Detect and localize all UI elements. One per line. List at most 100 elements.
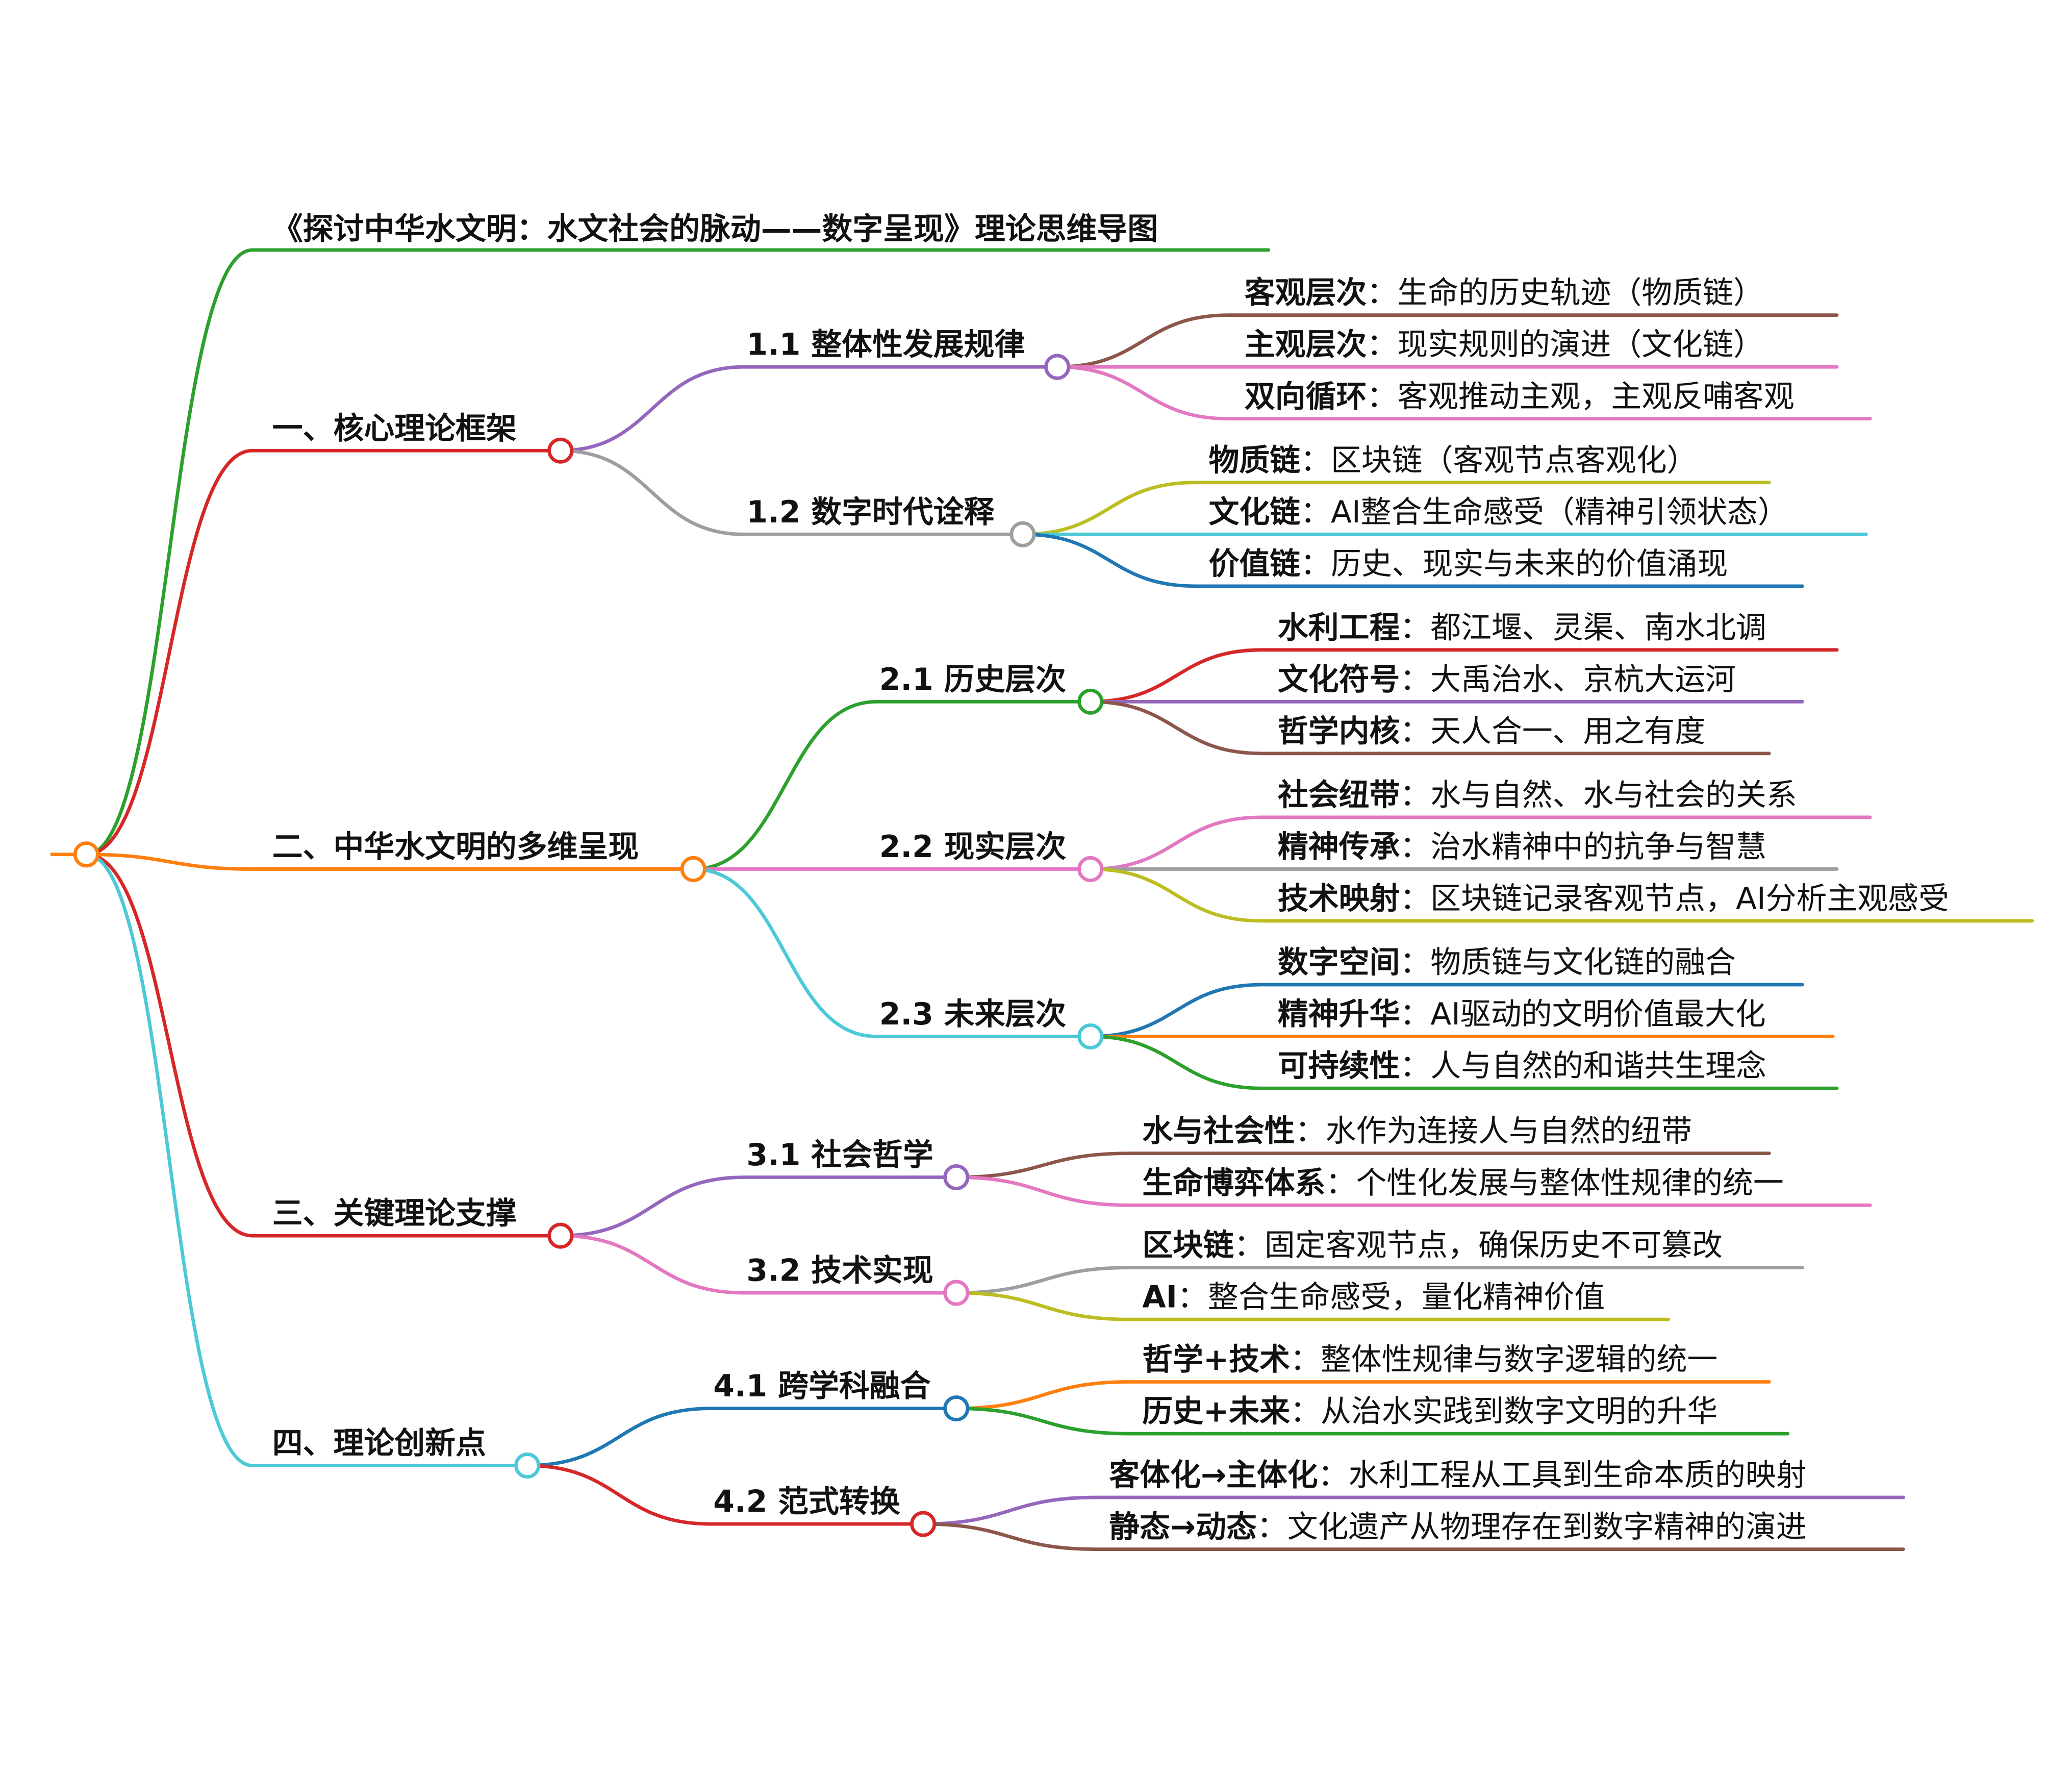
leaf-separator: ： xyxy=(1400,610,1430,645)
leaf-separator: ： xyxy=(1367,379,1397,414)
leaf-item: 技术映射：区块链记录客观节点，AI分析主观感受 xyxy=(1278,881,1949,917)
leaf-connector xyxy=(1089,983,1804,1038)
leaf-separator: ： xyxy=(1290,1342,1321,1378)
leaf-key: 文化符号 xyxy=(1278,662,1400,697)
leaf-separator: ： xyxy=(1400,713,1430,749)
branch-node[interactable] xyxy=(547,437,574,464)
leaf-text: 人与自然的和谐共生理念 xyxy=(1430,1048,1766,1084)
leaf-key: AI xyxy=(1142,1280,1177,1315)
map-title: 《探讨中华水文明：水文社会的脉动——数字呈现》理论思维导图 xyxy=(272,211,1158,247)
sub-branch-node[interactable] xyxy=(943,1280,970,1306)
sub-branch-node[interactable] xyxy=(1077,688,1104,715)
branch-label: 一、核心理论框架 xyxy=(272,411,517,446)
leaf-separator: ： xyxy=(1300,442,1331,478)
leaf-connector xyxy=(1089,1035,1839,1090)
leaf-separator: ： xyxy=(1300,494,1331,530)
leaf-connector xyxy=(1021,532,1804,588)
labels: 《探讨中华水文明：水文社会的脉动——数字呈现》理论思维导图一、核心理论框架1.1… xyxy=(272,211,1949,1545)
leaf-text: 水利工程从工具到生命本质的映射 xyxy=(1349,1458,1807,1493)
leaf-separator: ： xyxy=(1367,327,1397,363)
leaf-key: 哲学+技术 xyxy=(1142,1342,1290,1378)
leaf-text: 历史、现实与未来的价值涌现 xyxy=(1331,546,1728,582)
leaf-text: 个性化发展与整体性规律的统一 xyxy=(1356,1165,1783,1201)
leaf-text: 固定客观节点，确保历史不可篡改 xyxy=(1265,1228,1723,1263)
leaf-item: 文化符号：大禹治水、京杭大运河 xyxy=(1278,662,1736,697)
leaf-text: 大禹治水、京杭大运河 xyxy=(1430,662,1736,697)
leaf-key: 文化链 xyxy=(1209,494,1301,530)
leaf-key: 社会纽带 xyxy=(1278,777,1400,813)
branch-label: 三、关键理论支撑 xyxy=(272,1196,517,1232)
root-node[interactable] xyxy=(73,841,99,868)
leaf-text: 现实规则的演进（文化链） xyxy=(1397,327,1764,363)
branch-node[interactable] xyxy=(547,1222,574,1249)
leaf-item: 可持续性：人与自然的和谐共生理念 xyxy=(1278,1048,1766,1084)
branch-node[interactable] xyxy=(514,1453,541,1479)
leaf-connector xyxy=(1089,648,1839,704)
sub-branch-node[interactable] xyxy=(1044,354,1071,380)
leaf-connector xyxy=(1089,699,1771,756)
leaf-connector xyxy=(1055,365,1872,421)
leaf-separator: ： xyxy=(1300,546,1331,582)
leaf-key: 生命博弈体系 xyxy=(1142,1165,1325,1201)
sub-branch-connector xyxy=(559,1175,958,1238)
leaf-item: 双向循环：客观推动主观，主观反哺客观 xyxy=(1245,379,1795,414)
leaf-item: 社会纽带：水与自然、水与社会的关系 xyxy=(1278,777,1797,813)
leaf-separator: ： xyxy=(1400,881,1430,917)
leaf-separator: ： xyxy=(1177,1280,1208,1315)
leaf-separator: ： xyxy=(1326,1165,1356,1201)
leaf-text: 物质链与文化链的融合 xyxy=(1430,945,1736,981)
connectors xyxy=(50,248,2034,1551)
leaf-key: 客观层次 xyxy=(1245,275,1367,311)
leaf-item: 水利工程：都江堰、灵渠、南水北调 xyxy=(1278,610,1766,645)
leaf-item: 物质链：区块链（客观节点客观化） xyxy=(1209,442,1698,478)
sub-branch-label: 2.2 现实层次 xyxy=(879,829,1067,865)
leaf-text: 生命的历史轨迹（物质链） xyxy=(1397,275,1764,311)
leaf-key: 数字空间 xyxy=(1278,945,1400,981)
leaf-item: 哲学内核：天人合一、用之有度 xyxy=(1278,713,1705,749)
sub-branch-node[interactable] xyxy=(943,1164,970,1191)
leaf-connector xyxy=(1055,313,1839,369)
leaf-item: 区块链：固定客观节点，确保历史不可篡改 xyxy=(1142,1228,1723,1263)
sub-branch-node[interactable] xyxy=(943,1395,970,1422)
sub-branch-node[interactable] xyxy=(1077,856,1104,882)
leaf-text: AI整合生命感受（精神引领状态） xyxy=(1331,494,1788,530)
leaf-separator: ： xyxy=(1318,1458,1349,1493)
leaf-separator: ： xyxy=(1400,829,1430,865)
sub-branch-label: 4.1 跨学科融合 xyxy=(713,1368,930,1404)
sub-branch-label: 2.3 未来层次 xyxy=(879,996,1067,1032)
leaf-key: 水利工程 xyxy=(1278,610,1400,645)
leaf-text: 文化遗产从物理存在到数字精神的演进 xyxy=(1287,1509,1807,1545)
leaf-text: 水作为连接人与自然的纽带 xyxy=(1326,1113,1692,1149)
leaf-item: 哲学+技术：整体性规律与数字逻辑的统一 xyxy=(1142,1342,1717,1378)
leaf-key: 哲学内核 xyxy=(1278,713,1400,749)
sub-branch-node[interactable] xyxy=(1009,521,1036,547)
leaf-key: 精神传承 xyxy=(1278,829,1400,865)
leaf-item: 历史+未来：从治水实践到数字文明的升华 xyxy=(1142,1394,1717,1430)
leaf-separator: ： xyxy=(1400,945,1430,981)
leaf-item: AI：整合生命感受，量化精神价值 xyxy=(1142,1280,1605,1315)
leaf-key: 双向循环 xyxy=(1245,379,1367,414)
leaf-connector xyxy=(921,1522,1905,1551)
leaf-item: 水与社会性：水作为连接人与自然的纽带 xyxy=(1142,1113,1692,1149)
leaf-connector xyxy=(954,1407,1790,1436)
leaf-text: 区块链（客观节点客观化） xyxy=(1331,442,1698,478)
branch-node[interactable] xyxy=(680,856,706,882)
sub-branch-label: 2.1 历史层次 xyxy=(879,662,1067,697)
leaf-item: 生命博弈体系：个性化发展与整体性规律的统一 xyxy=(1142,1165,1783,1201)
leaf-item: 价值链：历史、现实与未来的价值涌现 xyxy=(1209,546,1728,582)
sub-branch-node[interactable] xyxy=(1077,1023,1104,1050)
leaf-connector xyxy=(1021,481,1771,536)
leaf-key: 历史+未来 xyxy=(1142,1394,1290,1430)
leaf-item: 客观层次：生命的历史轨迹（物质链） xyxy=(1245,275,1764,311)
leaf-key: 区块链 xyxy=(1142,1228,1234,1263)
leaf-key: 物质链 xyxy=(1209,442,1301,478)
sub-branch-node[interactable] xyxy=(910,1511,937,1537)
leaf-key: 可持续性 xyxy=(1278,1048,1400,1084)
leaf-text: 整合生命感受，量化精神价值 xyxy=(1208,1280,1605,1315)
leaf-separator: ： xyxy=(1234,1228,1265,1263)
leaf-item: 数字空间：物质链与文化链的融合 xyxy=(1278,945,1736,981)
sub-branch-connector xyxy=(559,365,1059,453)
sub-branch-connector xyxy=(525,1407,958,1467)
leaf-separator: ： xyxy=(1400,777,1430,813)
